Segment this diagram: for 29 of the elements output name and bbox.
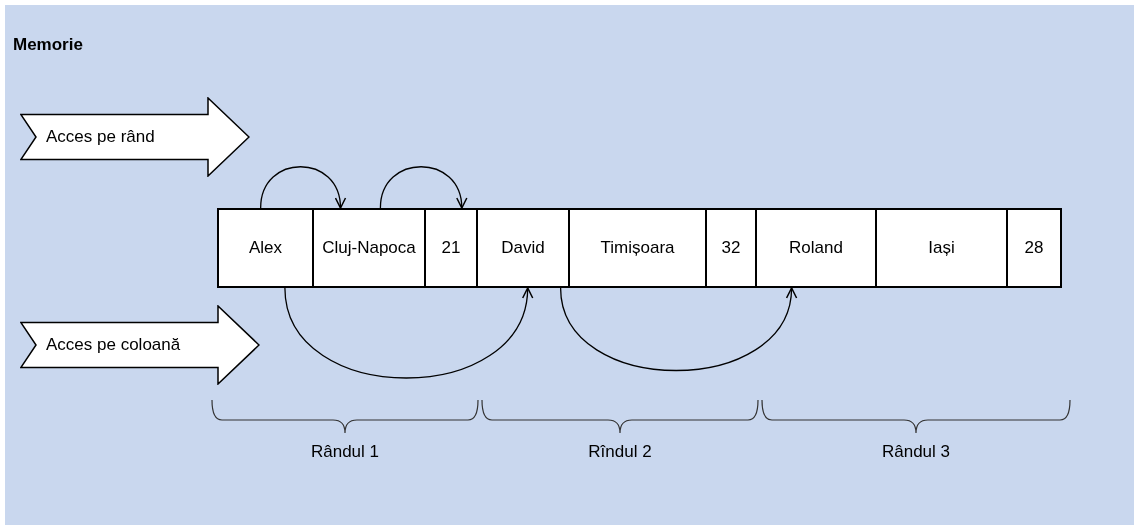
memory-cell [476, 208, 570, 288]
cell-text: David [501, 237, 545, 259]
row-label: Rândul 3 [880, 442, 952, 462]
cell-text: 21 [441, 237, 461, 259]
memory-cell [424, 208, 478, 288]
curved-arrow [260, 166, 345, 209]
memory-cell [568, 208, 707, 288]
memory-cell [705, 208, 757, 288]
memory-cell [755, 208, 877, 288]
cell-text: Timișoara [600, 237, 675, 259]
curved-arrow [379, 166, 467, 209]
cell-text: 32 [721, 237, 741, 259]
row-label: Rîndul 2 [587, 442, 653, 462]
arrow-label: Acces pe coloană [46, 335, 181, 355]
curved-arrow [559, 287, 796, 372]
arrow-label: Acces pe rând [46, 127, 155, 147]
row-label: Rândul 1 [309, 442, 381, 462]
cell-text: Cluj-Napoca [322, 237, 416, 259]
cell-text: 28 [1024, 237, 1044, 259]
cell-text: Alex [248, 237, 283, 259]
memory-cell [1006, 208, 1062, 288]
memory-cell [312, 208, 426, 288]
memory-cell [875, 208, 1008, 288]
memory-panel [5, 5, 1134, 525]
curved-arrow [284, 287, 532, 379]
panel-title: Memorie [13, 35, 83, 55]
cell-text: Iași [928, 237, 955, 259]
memory-cell [217, 208, 314, 288]
cell-text: Roland [789, 237, 843, 259]
